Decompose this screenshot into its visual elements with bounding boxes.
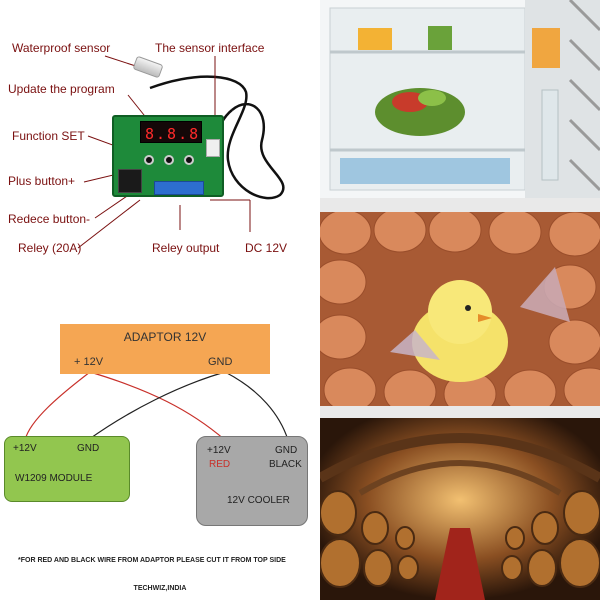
- wiring-lines: [24, 371, 289, 441]
- adaptor-title: ADAPTOR 12V: [123, 330, 207, 344]
- callout-relay: Reley (20A): [18, 241, 82, 255]
- led-display: 8.8.8: [140, 121, 202, 143]
- button-plus: [164, 155, 174, 165]
- button-minus: [184, 155, 194, 165]
- leader-relay: [77, 199, 141, 249]
- adaptor-box: ADAPTOR 12V + 12V GND: [60, 324, 270, 374]
- terminal-block: [154, 181, 204, 195]
- cooler-name: 12V COOLER: [227, 495, 290, 506]
- incubator-photo: [320, 212, 600, 406]
- adaptor-plus-label: + 12V: [74, 356, 104, 368]
- callout-redece-button: Redece button-: [8, 212, 91, 226]
- callout-update-program: Update the program: [8, 82, 115, 96]
- cooler-black-label: BLACK: [269, 459, 302, 470]
- callout-sensor-interface: The sensor interface: [155, 41, 265, 55]
- eggs-illustration: [320, 212, 600, 406]
- sensor-cable: [149, 75, 285, 200]
- wiring-note: *FOR RED AND BLACK WIRE FROM ADAPTOR PLE…: [18, 557, 286, 564]
- red-wire-cooler: [89, 371, 226, 441]
- module-name: W1209 MODULE: [15, 473, 93, 484]
- cooler-red-label: RED: [209, 459, 231, 470]
- fridge-photo: [320, 0, 600, 198]
- pcb-board: 8.8.8: [112, 115, 224, 197]
- button-set: [144, 155, 154, 165]
- sensor-socket: [206, 139, 220, 157]
- callout-function-set: Function SET: [12, 129, 85, 143]
- application-photos: [320, 0, 600, 600]
- black-wire-module: [87, 371, 226, 441]
- brand-label: TECHWIZ,INDIA: [133, 585, 187, 592]
- callout-waterproof-sensor: Waterproof sensor: [12, 41, 111, 55]
- cooler-plus-label: +12V: [207, 445, 231, 456]
- module-gnd-label: GND: [77, 443, 100, 454]
- w1209-module-box: +12V GND W1209 MODULE: [4, 436, 130, 502]
- module-plus-label: +12V: [13, 443, 37, 454]
- callout-dc: DC 12V: [245, 241, 288, 255]
- cooler-box: +12V GND RED BLACK 12V COOLER: [196, 436, 308, 526]
- callout-relay-output: Reley output: [152, 241, 220, 255]
- red-wire-module: [24, 371, 91, 441]
- black-wire-cooler: [224, 371, 289, 441]
- adaptor-gnd-label: GND: [208, 356, 233, 368]
- wiring-diagram: ADAPTOR 12V + 12V GND +12V GND W1209 MOD…: [0, 300, 320, 600]
- cellar-illustration: [320, 418, 600, 600]
- relay-block: [118, 169, 142, 193]
- cooler-gnd-label: GND: [275, 445, 298, 456]
- board-diagram: 8.8.8 Waterproof sensor The sensor inter…: [0, 0, 320, 300]
- fridge-illustration: [320, 0, 600, 198]
- cellar-photo: [320, 418, 600, 600]
- callout-plus-button: Plus button+: [8, 174, 76, 188]
